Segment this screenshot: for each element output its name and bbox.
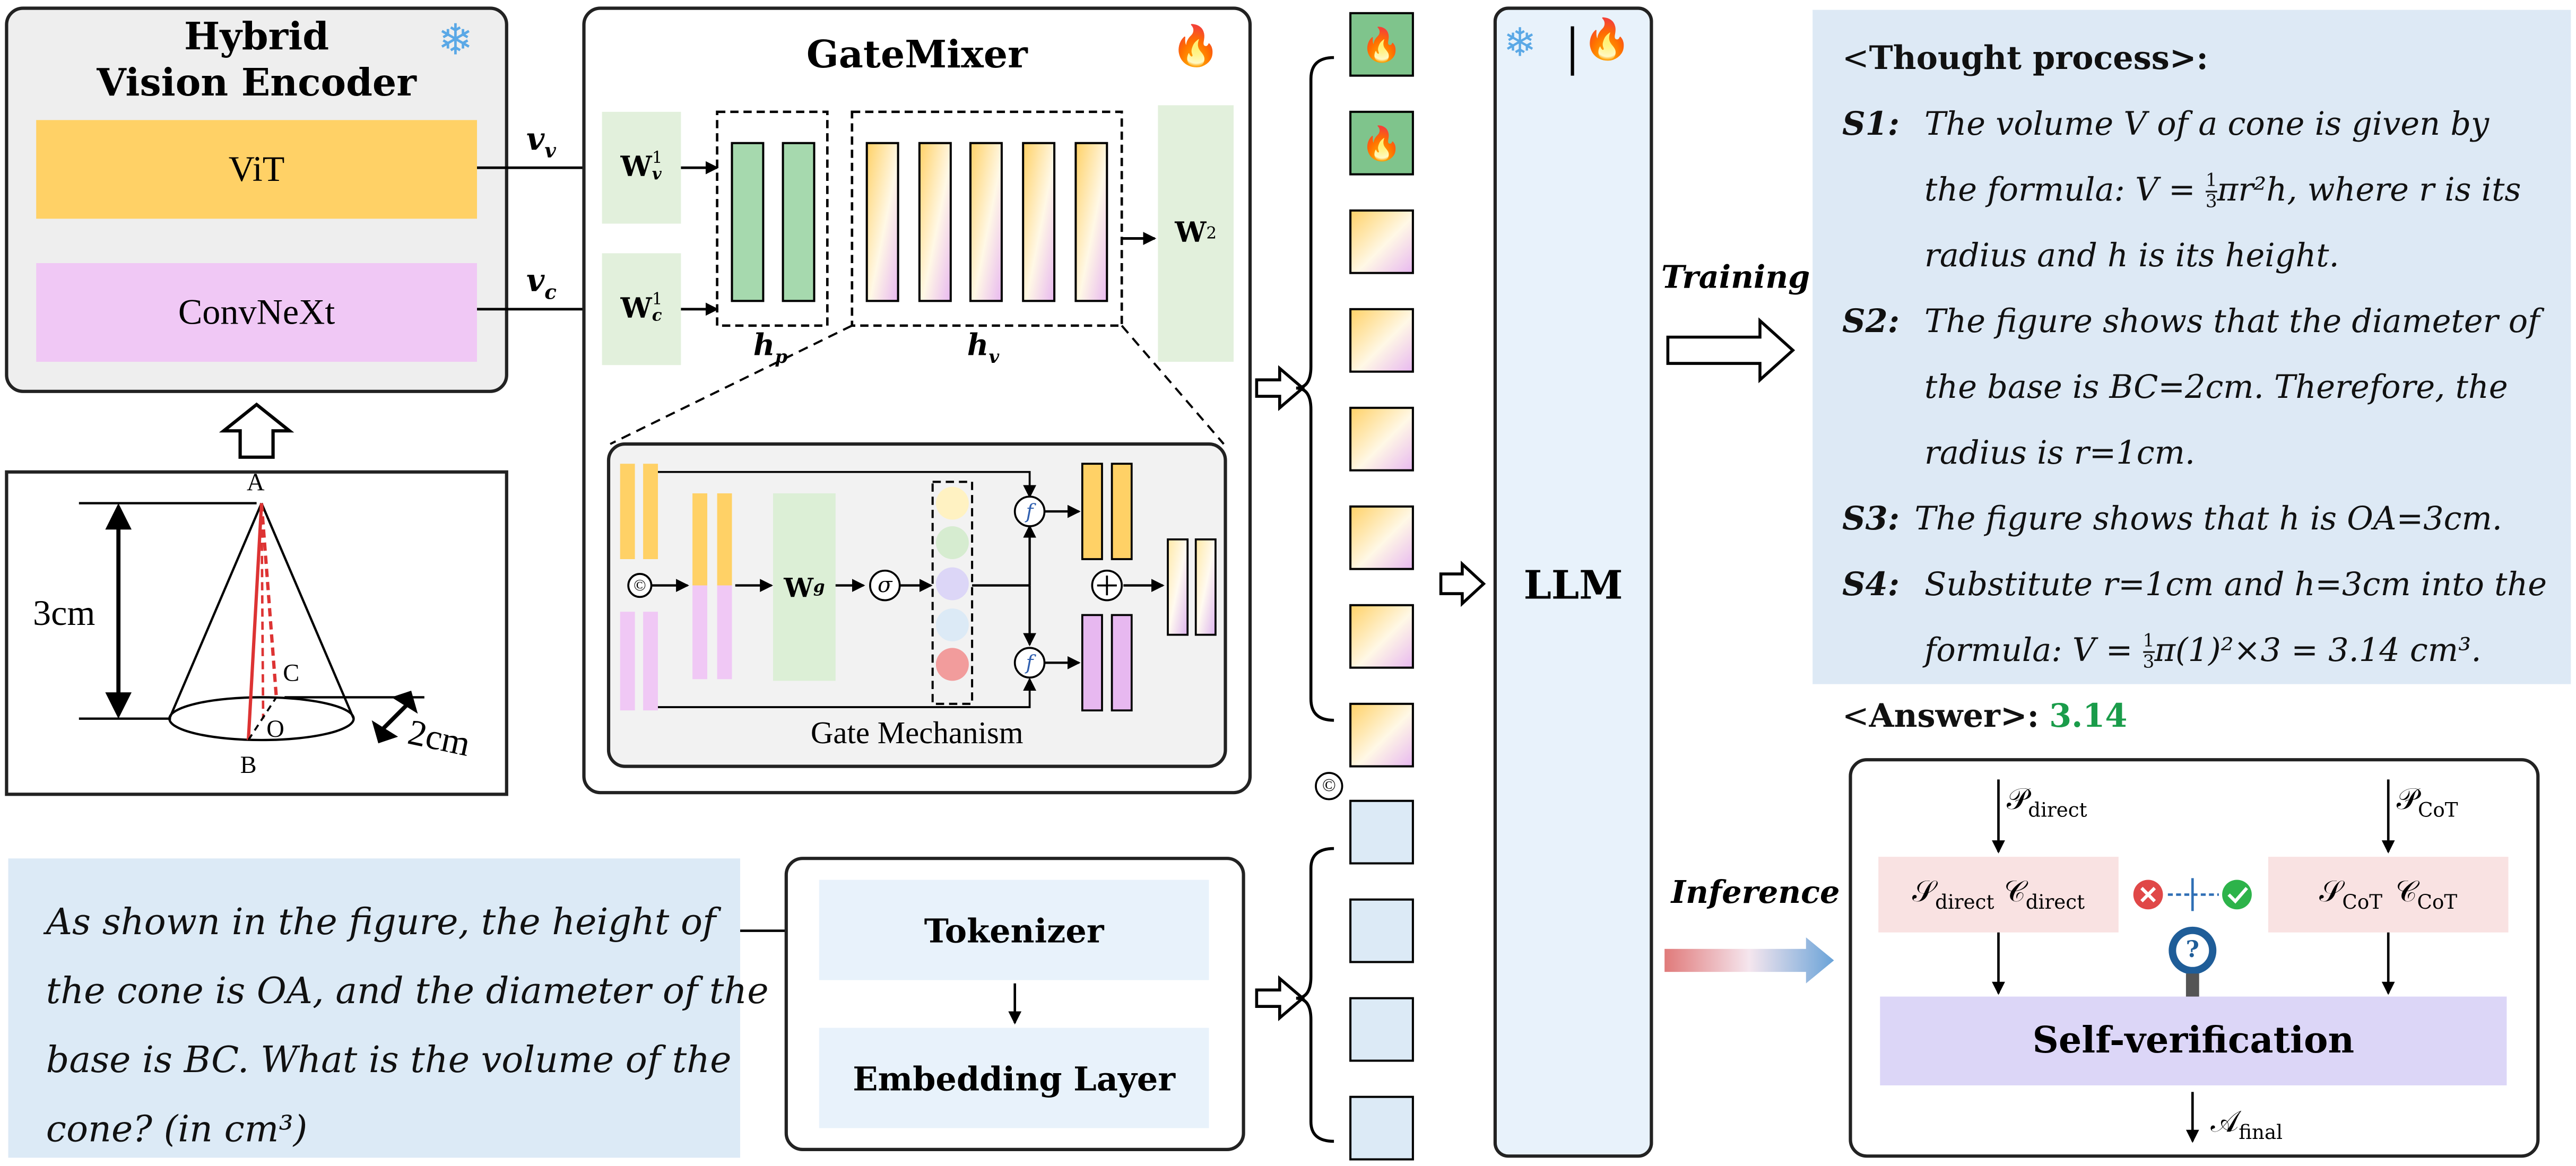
gate-panel [606, 442, 1227, 768]
hv-label: hv [967, 329, 1000, 368]
token-fire-1 [1349, 12, 1414, 77]
convnext-label: ConvNeXt [178, 291, 335, 333]
inference-label: Inference [1671, 875, 1840, 911]
wg-block [773, 493, 836, 681]
hollow-arrow-llm [1439, 560, 1486, 607]
fire-icon: 🔥 [1361, 123, 1402, 163]
sigma-symbol: σ [878, 573, 892, 598]
gate-weights-frame [931, 481, 974, 705]
p-direct-label: 𝒫direct [2007, 782, 2087, 822]
concat-symbol: © [634, 576, 646, 595]
gatemixer-title: GateMixer [806, 33, 1028, 77]
token-concat-circle [1315, 772, 1343, 800]
training-arrow [1666, 317, 1796, 384]
point-a-label: A [247, 470, 265, 497]
hollow-up-arrow [219, 402, 294, 459]
point-o-label: O [266, 717, 284, 744]
embedding-block [819, 1028, 1209, 1128]
self-verification-label: Self-verification [2032, 1020, 2355, 1063]
hollow-arrow-visual [1255, 365, 1305, 411]
llm-label: LLM [1523, 560, 1623, 608]
self-verification-block [1880, 996, 2507, 1085]
direct-result-box [1878, 857, 2119, 933]
vc-label: vc [526, 263, 557, 304]
cot-result-label: 𝒮CoT 𝒞CoT [2319, 875, 2458, 914]
thought-box [1812, 10, 2571, 684]
wc1-block [602, 253, 681, 366]
hv-bar-2 [918, 142, 952, 302]
cot-result-box [2268, 857, 2509, 933]
point-b-label: B [240, 753, 257, 780]
convnext-block [36, 263, 477, 362]
tokenizer-block [819, 880, 1209, 980]
snowflake-icon: ❄ [437, 16, 474, 66]
fx-top-symbol: f [1026, 500, 1034, 523]
question-mark-icon: ? [2185, 937, 2199, 964]
snowflake-icon: ❄ [1503, 20, 1537, 66]
fire-icon: 🔥 [1171, 23, 1220, 69]
llm-block [1493, 6, 1653, 1158]
vit-label: ViT [228, 148, 285, 189]
token-fire-2 [1349, 110, 1414, 176]
p-cot-label: 𝒫CoT [2396, 782, 2458, 822]
check-icon [2222, 880, 2252, 910]
encoder-title: Hybrid Vision Encoder [97, 14, 417, 106]
thought-process: <Thought process>: S1:The volume V of a … [1842, 27, 2566, 750]
hv-bar-1 [865, 142, 899, 302]
a-final-label: 𝒜final [2210, 1105, 2283, 1144]
fx-bottom-symbol: f [1026, 651, 1034, 674]
question-magnifier-icon [2169, 926, 2217, 998]
height-label: 3cm [33, 592, 96, 633]
fire-icon: 🔥 [1582, 16, 1632, 63]
hp-bar-2 [782, 142, 816, 302]
hp-frame [716, 110, 829, 327]
hp-bar-1 [731, 142, 765, 302]
thought-title: <Thought process>: [1842, 39, 2208, 77]
hp-label: hp [753, 329, 788, 368]
gate-mechanism-label: Gate Mechanism [810, 717, 1024, 752]
question-text: As shown in the figure, the height of th… [46, 902, 769, 1151]
hv-bar-3 [969, 142, 1003, 302]
vv-label: vv [526, 121, 556, 163]
direct-result-label: 𝒮direct 𝒞direct [1912, 875, 2085, 914]
training-label: Training [1661, 259, 1810, 296]
token-concat-symbol: © [1322, 776, 1336, 796]
hv-bar-4 [1022, 142, 1056, 302]
hollow-arrow-text [1255, 975, 1305, 1021]
fire-icon: 🔥 [1361, 24, 1402, 64]
point-c-label: C [283, 661, 300, 688]
inference-arrow [1664, 937, 1834, 984]
hv-bar-5 [1074, 142, 1108, 302]
w2-block [1158, 105, 1234, 362]
embedding-label: Embedding Layer [853, 1058, 1176, 1098]
tokenizer-label: Tokenizer [924, 910, 1104, 950]
wv1-block [602, 111, 681, 224]
answer-line: <Answer>: 3.14 [1842, 697, 2128, 735]
question-box [8, 858, 740, 1158]
vit-block [36, 120, 477, 219]
